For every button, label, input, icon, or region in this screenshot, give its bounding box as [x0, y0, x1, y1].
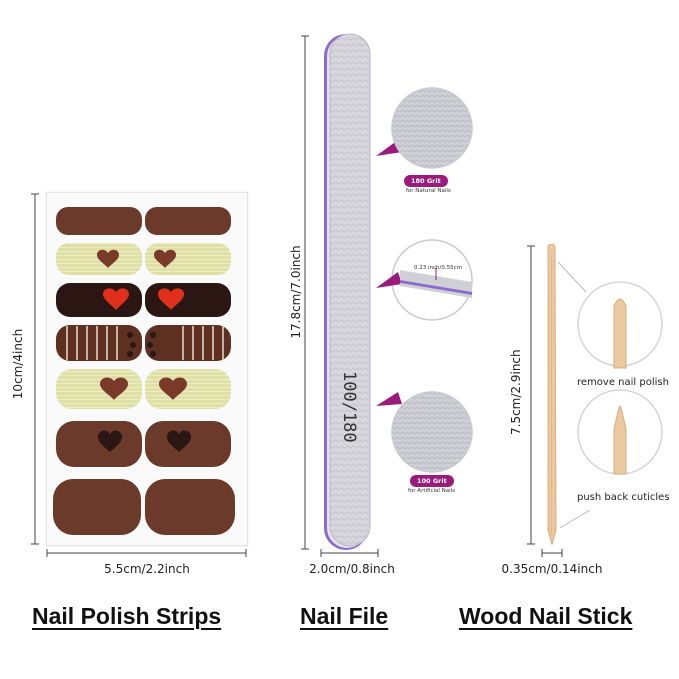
stick-width-label: 0.35cm/0.14inch	[501, 562, 603, 576]
heart-icon	[100, 377, 128, 400]
strip-4b	[145, 325, 231, 361]
strip-1b	[145, 207, 231, 235]
strips-width-label: 5.5cm/2.2inch	[104, 562, 190, 576]
file-top-grit-sub: for Natural Nails	[406, 188, 451, 194]
strip-7b	[145, 479, 235, 535]
stick-callout-bottom-magnifier	[559, 389, 663, 529]
stick-top-label: remove nail polish	[577, 377, 669, 388]
nail-file-graphic	[324, 33, 371, 550]
strip-6a	[56, 421, 142, 467]
file-length-dimension-line	[301, 35, 309, 550]
strip-1a	[56, 207, 142, 235]
file-grit-text: 100/180	[339, 371, 359, 443]
file-callout-middle-magnifier	[376, 239, 473, 321]
strip-3b	[145, 283, 231, 317]
file-surface	[329, 33, 371, 547]
heart-icon	[97, 249, 119, 268]
strip-6b	[145, 421, 231, 467]
nail-strips-sheet	[46, 192, 248, 546]
heart-icon	[103, 288, 129, 310]
file-bottom-grit-tag: 100 Grit	[410, 475, 454, 487]
strips-height-label: 10cm/4inch	[11, 328, 25, 400]
stick-bottom-label: push back cuticles	[577, 492, 670, 503]
strip-3a	[56, 283, 142, 317]
file-title: Nail File	[300, 603, 389, 629]
strips-height-dimension-line	[31, 193, 39, 545]
stick-length-dimension-line	[527, 245, 535, 545]
file-bottom-grit-sub: for Artificial Nails	[408, 488, 456, 494]
heart-icon	[158, 288, 184, 310]
wood-stick-graphic	[547, 244, 557, 546]
file-top-grit-tag: 180 Grit	[404, 175, 448, 187]
heart-icon	[167, 430, 191, 452]
heart-icon	[154, 249, 176, 268]
heart-icon	[159, 377, 187, 400]
heart-icon	[98, 430, 122, 452]
strip-2b	[145, 243, 231, 275]
strip-7a	[53, 479, 141, 535]
stick-length-label: 7.5cm/2.9inch	[509, 349, 523, 435]
file-width-label: 2.0cm/0.8inch	[309, 562, 395, 576]
file-thickness-label: 0.23 inch/0.55cm	[414, 265, 462, 271]
file-width-dimension-line	[320, 549, 379, 557]
file-length-label: 17.8cm/7.0inch	[289, 245, 303, 339]
stick-callout-top-magnifier	[557, 261, 663, 369]
file-callout-top-magnifier	[376, 87, 473, 169]
strips-title: Nail Polish Strips	[32, 603, 222, 629]
stick-width-dimension-line	[541, 549, 563, 557]
file-callout-bottom-magnifier	[376, 391, 473, 473]
strip-5b	[145, 369, 231, 409]
strip-5a	[56, 369, 142, 409]
stick-title: Wood Nail Stick	[459, 603, 633, 629]
nail-strips-graphic	[53, 207, 235, 535]
strips-width-dimension-line	[46, 549, 247, 557]
